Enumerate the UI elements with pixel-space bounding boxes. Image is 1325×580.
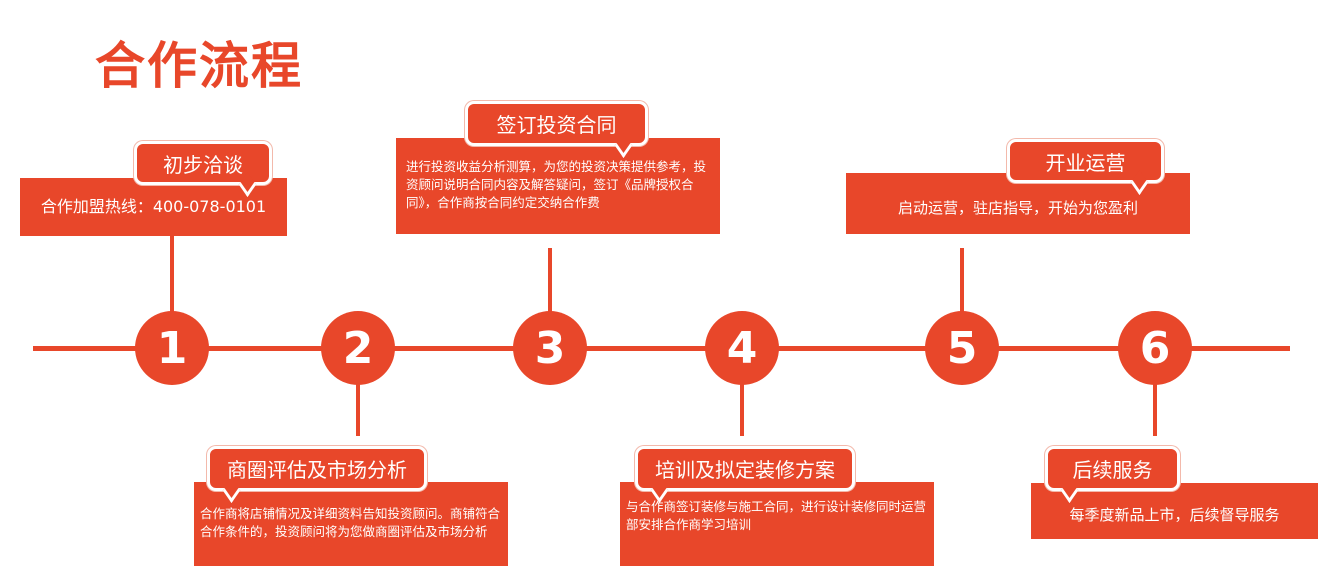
step-6-label-text: 后续服务 xyxy=(1072,458,1153,482)
step-6-label: 后续服务 xyxy=(1045,446,1180,503)
step-2-label-text: 商圈评估及市场分析 xyxy=(227,458,407,482)
step-2-label: 商圈评估及市场分析 xyxy=(207,446,427,503)
step-6-description: 每季度新品上市，后续督导服务 xyxy=(1031,483,1318,539)
timeline xyxy=(33,346,1290,351)
step-number-6: 6 xyxy=(1118,311,1192,385)
page-title: 合作流程 xyxy=(95,37,303,95)
step-3-description: 进行投资收益分析测算，为您的投资决策提供参考，投资顾问说明合同内容及解答疑问，签… xyxy=(396,138,720,234)
step-4-description: 与合作商签订装修与施工合同，进行设计装修同时运营部安排合作商学习培训 xyxy=(620,482,934,566)
step-4-label: 培训及拟定装修方案 xyxy=(635,446,855,503)
connector xyxy=(548,248,552,318)
step-1-label-text: 初步洽谈 xyxy=(163,152,243,177)
step-5-label-text: 开业运营 xyxy=(1045,150,1126,175)
step-1-label: 初步洽谈 xyxy=(134,141,272,197)
step-number-1: 1 xyxy=(135,311,209,385)
connector xyxy=(740,380,744,436)
connector xyxy=(356,380,360,436)
step-2-description: 合作商将店铺情况及详细资料告知投资顾问。商铺符合合作条件的，投资顾问将为您做商圈… xyxy=(194,482,508,566)
connector xyxy=(170,236,174,316)
step-3-label-text: 签订投资合同 xyxy=(496,113,617,137)
step-number-3: 3 xyxy=(513,311,587,385)
connector xyxy=(960,248,964,318)
step-number-4: 4 xyxy=(705,311,779,385)
step-5-label: 开业运营 xyxy=(1007,139,1164,195)
connector xyxy=(1153,380,1157,436)
step-number-2: 2 xyxy=(321,311,395,385)
step-4-label-text: 培训及拟定装修方案 xyxy=(655,458,835,482)
step-number-5: 5 xyxy=(925,311,999,385)
step-3-label: 签订投资合同 xyxy=(465,101,648,158)
